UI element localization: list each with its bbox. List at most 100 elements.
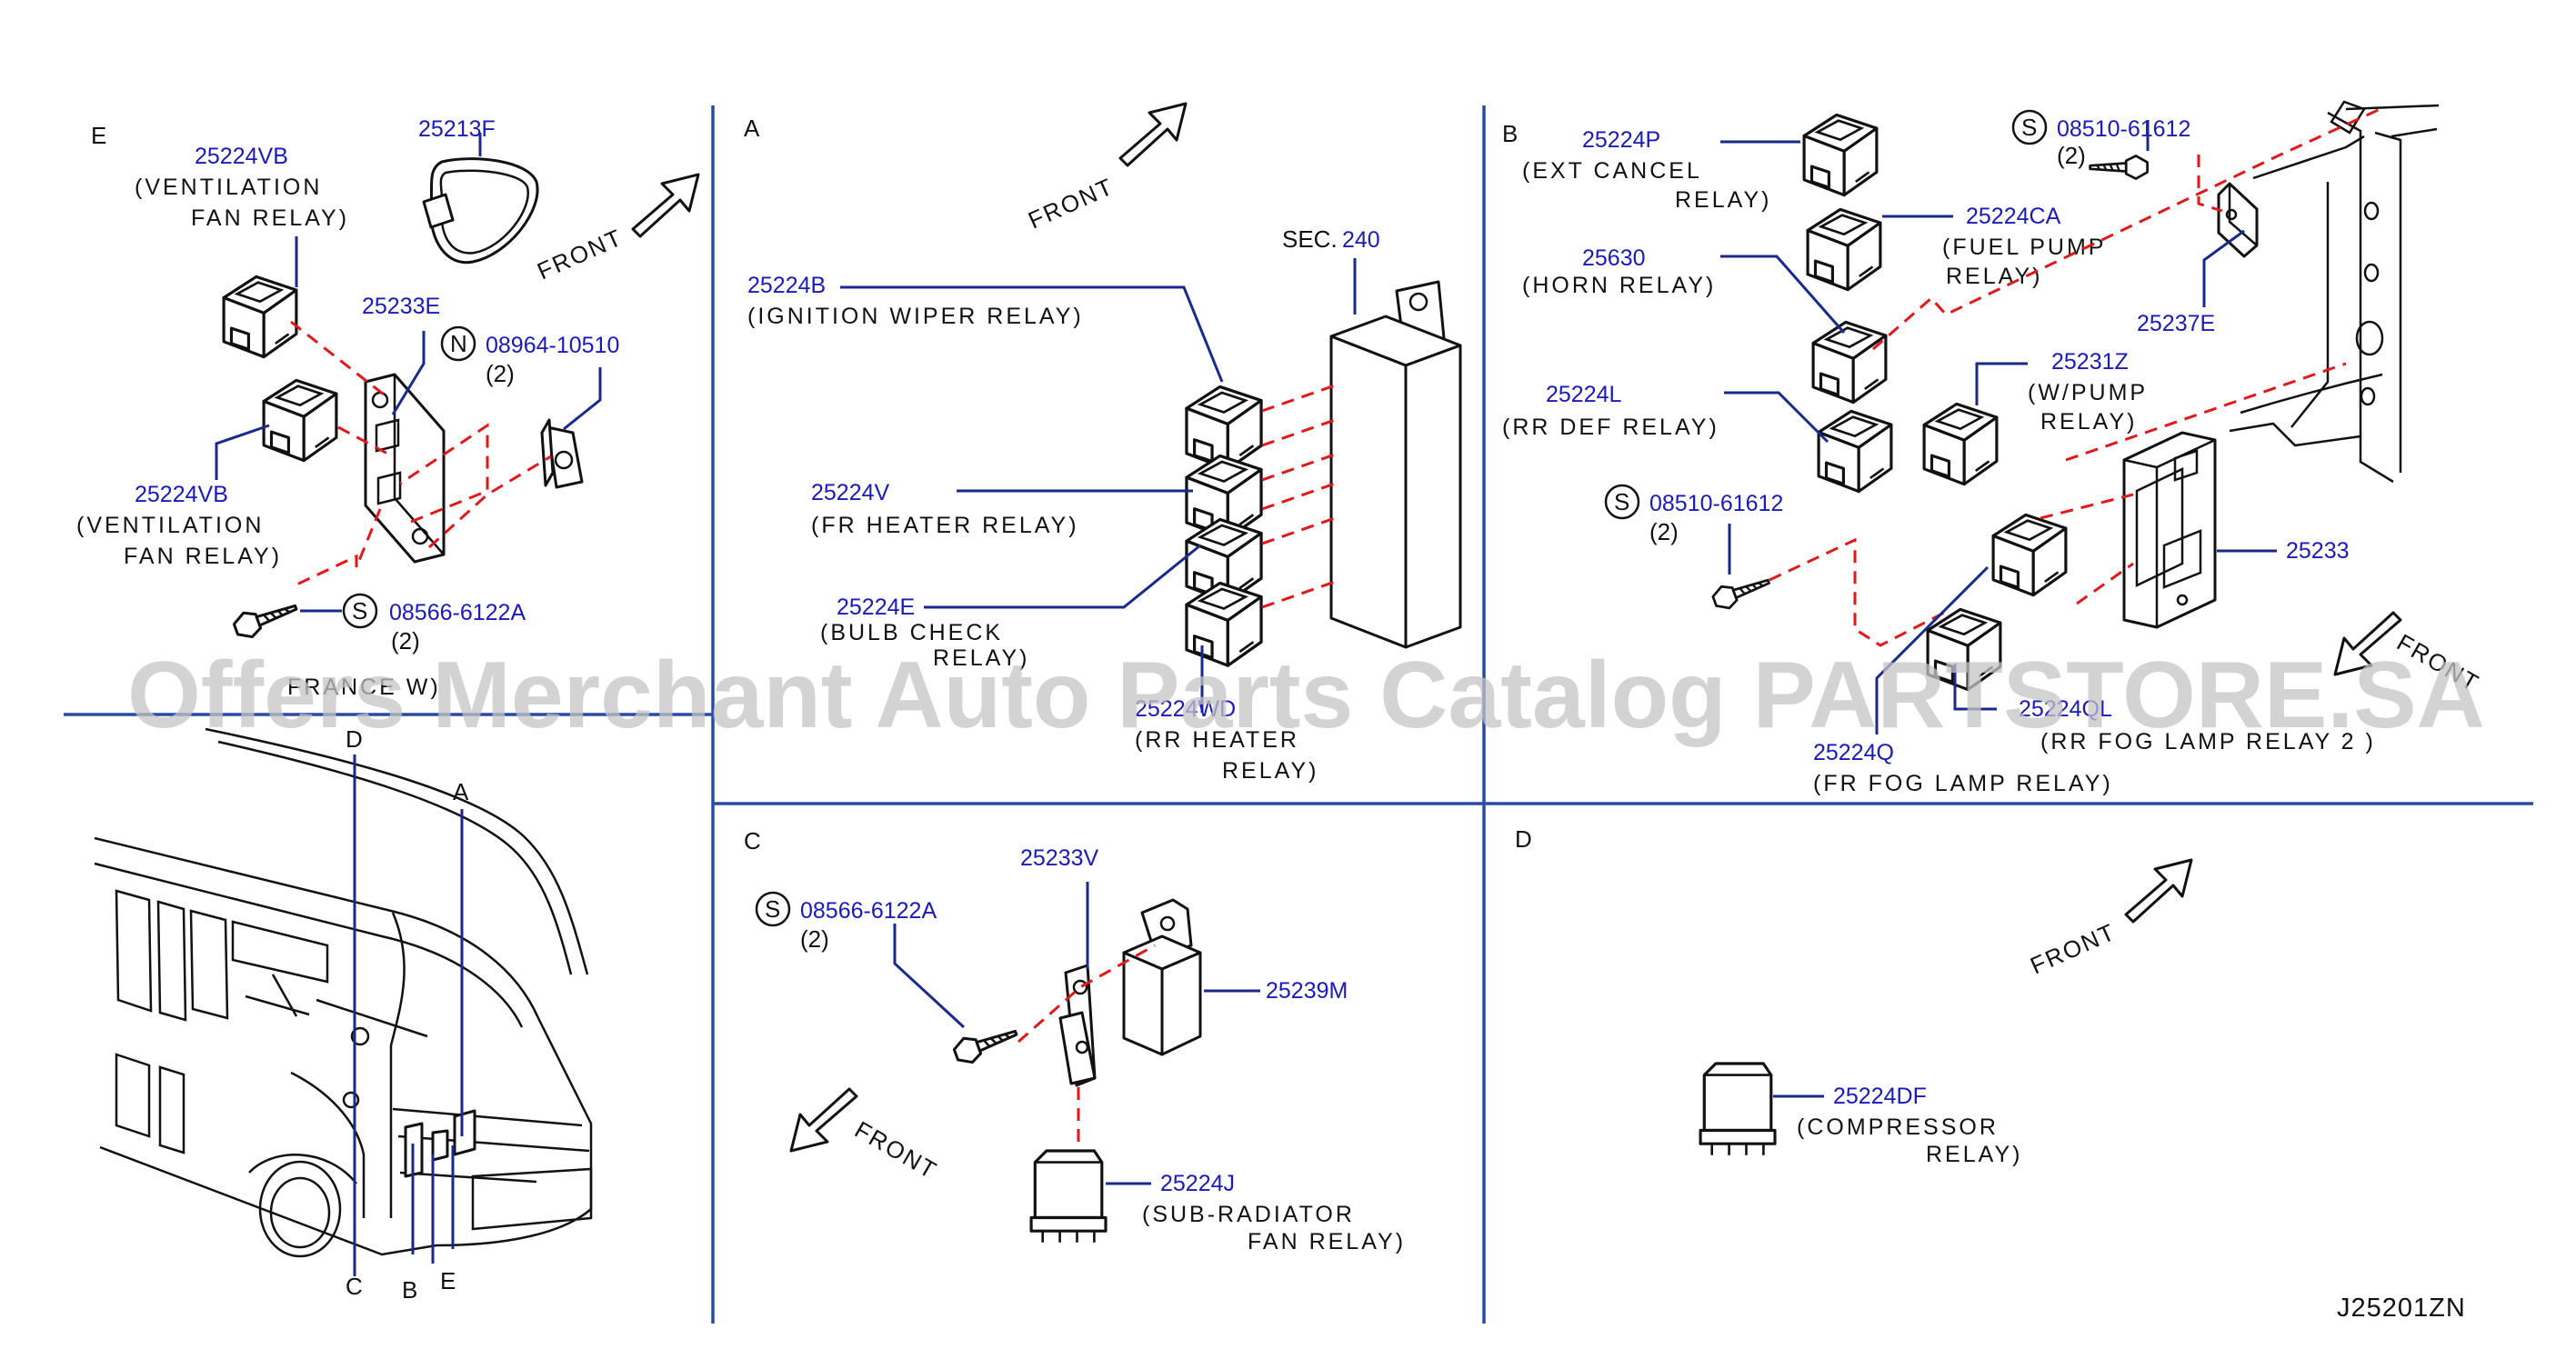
part-number-25224l: 25224L: [1546, 382, 1622, 407]
diagram-code: J25201ZN: [2337, 1294, 2466, 1323]
desc-25224b: (IGNITION WIPER RELAY): [747, 304, 1084, 329]
relay-25224l: [1817, 409, 1893, 494]
desc-25224vb-top-1: (VENTILATION: [135, 175, 322, 200]
section-label-c: C: [744, 827, 761, 854]
section-label-b: B: [1502, 120, 1518, 147]
qty-08510-mid: (2): [1649, 518, 1679, 545]
bracket-25233: [2122, 431, 2217, 629]
relay-25231z: [1922, 402, 1999, 486]
section-dividers: [64, 105, 2533, 1324]
relay-box: [1329, 280, 1462, 649]
part-number-08510-top: 08510-61612: [2057, 116, 2190, 142]
part-number-25233v: 25233V: [1020, 845, 1099, 871]
desc-25224vb-bottom-1: (VENTILATION: [76, 513, 264, 538]
vehicle-callout-d: D: [346, 725, 363, 753]
nut-symbol: N: [450, 330, 467, 357]
part-number-25224df: 25224DF: [1833, 1084, 1927, 1109]
desc-25224e-2: RELAY): [933, 645, 1029, 671]
watermark: Offers Merchant Auto Parts Catalog PARTS…: [127, 643, 2485, 748]
part-number-25224v: 25224V: [811, 480, 890, 505]
desc-25224vb-bottom-2: FAN RELAY): [124, 544, 282, 569]
front-label-a: FRONT: [1024, 173, 1118, 235]
desc-25224q: (FR FOG LAMP RELAY): [1813, 771, 2113, 796]
part-number-25224vb-bottom: 25224VB: [135, 482, 228, 507]
desc-25224df-1: (COMPRESSOR: [1797, 1114, 1999, 1140]
desc-25224ql: (RR FOG LAMP RELAY 2 ): [2040, 729, 2376, 754]
part-number-08566-e: 08566-6122A: [389, 600, 526, 625]
desc-25231z-2: RELAY): [2040, 409, 2137, 435]
part-number-08964-10510: 08964-10510: [486, 333, 619, 358]
desc-25224l: (RR DEF RELAY): [1502, 415, 1719, 440]
screw-08510-top: [2089, 155, 2149, 180]
part-number-25224b: 25224B: [747, 273, 826, 298]
front-label-e: FRONT: [533, 224, 626, 285]
part-number-25224p: 25224P: [1582, 127, 1660, 153]
front-label-d: FRONT: [2026, 918, 2120, 980]
front-arrow-icon: [2124, 858, 2193, 924]
relay-25224ca: [1806, 207, 1882, 292]
screw-08510-mid: [1709, 569, 1774, 614]
part-number-25224ql: 25224QL: [2019, 696, 2112, 722]
desc-25224j-2: FAN RELAY): [1248, 1229, 1406, 1254]
section-label-e: E: [91, 122, 106, 149]
front-arrow-icon: [1118, 102, 1188, 167]
section-e: FRONT 25213F 25224VB (VENTILATION FAN RE…: [76, 116, 700, 700]
relay-25224j: [1029, 1149, 1108, 1244]
part-number-08566-c: 08566-6122A: [800, 898, 937, 924]
screw-symbol-e: S: [352, 597, 367, 625]
front-arrow-icon: [631, 173, 700, 238]
section-label-a: A: [744, 115, 760, 142]
desc-25224p-1: (EXT CANCEL: [1522, 158, 1702, 184]
relay-25224vb-top: [222, 275, 298, 359]
desc-25224p-2: RELAY): [1675, 187, 1771, 213]
desc-25224vb-top-2: FAN RELAY): [191, 205, 349, 231]
screw-symbol-c: S: [765, 895, 780, 923]
relay-25239m: [1122, 898, 1202, 1056]
bracket-25237e: [2217, 182, 2259, 258]
vehicle-callout-a: A: [453, 778, 469, 805]
vehicle-callout-e: E: [440, 1267, 456, 1294]
nut-clip: [540, 418, 584, 489]
desc-25224j-1: (SUB-RADIATOR: [1142, 1202, 1355, 1227]
qty-08566-c: (2): [800, 925, 829, 953]
desc-25630: (HORN RELAY): [1522, 273, 1716, 298]
qty-08566-e: (2): [391, 627, 420, 655]
partial-caption-e: FRANCE W): [287, 674, 441, 700]
sec-number: 240: [1342, 227, 1380, 253]
body-panel: [2229, 100, 2440, 484]
screw-08566-e: [230, 594, 302, 643]
relay-25630: [1811, 320, 1888, 405]
vehicle-callout-c: C: [346, 1273, 363, 1300]
bracket-25233e: [364, 373, 446, 564]
desc-25224e-1: (BULB CHECK: [820, 620, 1003, 645]
part-number-25224ca: 25224CA: [1966, 204, 2061, 229]
part-number-25233: 25233: [2286, 538, 2350, 564]
clamp-part: [422, 157, 539, 265]
screw-08566-c: [950, 1019, 1022, 1068]
desc-25224df-2: RELAY): [1926, 1142, 2022, 1167]
part-number-25237e: 25237E: [2137, 311, 2215, 336]
desc-25224v: (FR HEATER RELAY): [811, 513, 1079, 538]
relay-25224q: [1991, 513, 2068, 597]
desc-25224w-1: (RR HEATER: [1135, 727, 1299, 753]
qty-08510-top: (2): [2057, 142, 2086, 169]
desc-25231z-1: (W/PUMP: [2028, 380, 2148, 405]
vehicle-callout-b: B: [402, 1276, 417, 1304]
part-number-25224q: 25224Q: [1813, 740, 1894, 765]
part-number-08510-mid: 08510-61612: [1649, 491, 1783, 516]
screw-symbol-b-mid: S: [1614, 488, 1629, 515]
part-number-25224vb-top: 25224VB: [195, 144, 288, 169]
desc-25224ca-1: (FUEL PUMP: [1942, 235, 2106, 260]
part-number-25213f: 25213F: [418, 116, 496, 142]
screw-symbol-b-top: S: [2021, 114, 2037, 141]
part-number-25224w: 25224WD: [1135, 696, 1236, 722]
part-number-25630: 25630: [1582, 245, 1646, 271]
part-number-25224e: 25224E: [837, 595, 915, 620]
relay-25224vb-bottom: [262, 378, 338, 463]
front-label-c: FRONT: [850, 1115, 942, 1184]
desc-25224ca-2: RELAY): [1946, 264, 2042, 289]
section-c: S 08566-6122A (2) 25233V 25239M 25224J: [755, 845, 1406, 1254]
relay-25224df: [1699, 1062, 1777, 1157]
part-number-25239m: 25239M: [1266, 978, 1348, 1004]
